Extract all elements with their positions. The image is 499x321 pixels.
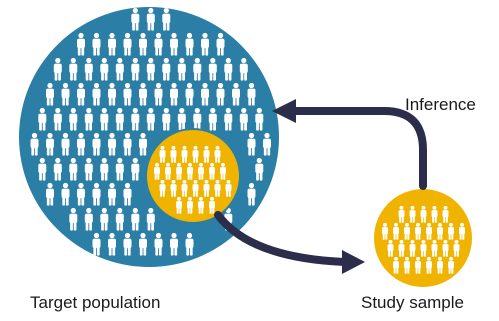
- sample-in-population-circle: [145, 128, 241, 224]
- inference-arrow: [288, 107, 427, 190]
- sampling-arrow-head-icon: [342, 250, 365, 274]
- sampling-arrow: [214, 211, 349, 266]
- target-population-label: Target population: [30, 293, 161, 312]
- inference-arrow-head-icon: [272, 99, 296, 123]
- study-sample-circle: [374, 189, 472, 287]
- study-sample-label: Study sample: [361, 293, 464, 312]
- inference-label: Inference: [405, 95, 476, 114]
